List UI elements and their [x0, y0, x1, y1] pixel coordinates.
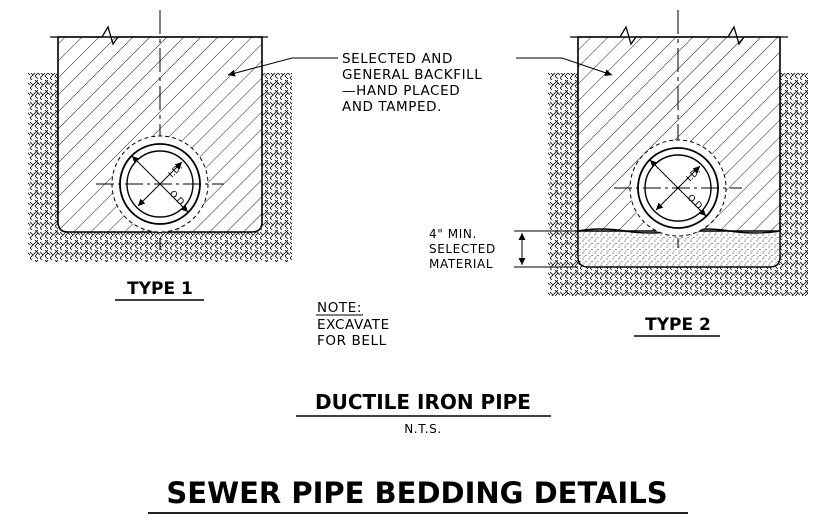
type2-trench: I.D. O.D.: [514, 10, 808, 296]
type1-caption: TYPE 1: [115, 279, 204, 301]
backfill-note: SELECTED AND GENERAL BACKFILL —HAND PLAC…: [342, 51, 482, 115]
page-title: SEWER PIPE BEDDING DETAILS: [166, 476, 667, 510]
bell-note-line-2: FOR BELL: [317, 333, 387, 349]
bell-note-line-1: EXCAVATE: [317, 317, 390, 333]
bedding-note-line-3: MATERIAL: [429, 257, 493, 271]
type2-break-line: [570, 25, 788, 46]
type1-trench: I.D. O.D.: [28, 10, 292, 262]
scale-label: N.T.S.: [404, 422, 442, 436]
type1-earth: [28, 73, 292, 262]
type1-break-line: [50, 25, 268, 46]
type2-caption: TYPE 2: [634, 315, 720, 337]
type2-label: TYPE 2: [645, 315, 711, 335]
subtitle: DUCTILE IRON PIPE: [315, 390, 531, 414]
bedding-note-line-1: 4" MIN.: [429, 227, 477, 241]
type2-bedding-material: [577, 228, 781, 268]
type2-earth: [548, 73, 808, 296]
backfill-note-line-2: GENERAL BACKFILL: [342, 67, 482, 83]
bell-note-title: NOTE:: [317, 300, 362, 316]
backfill-note-line-3: —HAND PLACED: [342, 83, 460, 99]
bell-note: NOTE: EXCAVATE FOR BELL: [316, 300, 390, 349]
bedding-dimension: [514, 230, 578, 268]
title-block: SEWER PIPE BEDDING DETAILS: [148, 476, 688, 514]
subtitle-block: DUCTILE IRON PIPE N.T.S.: [296, 390, 551, 436]
backfill-note-line-4: AND TAMPED.: [342, 99, 442, 115]
bedding-note: 4" MIN. SELECTED MATERIAL: [429, 227, 496, 271]
type1-pipe: I.D. O.D.: [96, 135, 224, 233]
type1-label: TYPE 1: [127, 279, 193, 299]
type2-pipe: I.D. O.D.: [614, 139, 742, 237]
backfill-note-line-1: SELECTED AND: [342, 51, 453, 67]
backfill-leaders: [227, 57, 613, 77]
bedding-note-line-2: SELECTED: [429, 242, 496, 256]
